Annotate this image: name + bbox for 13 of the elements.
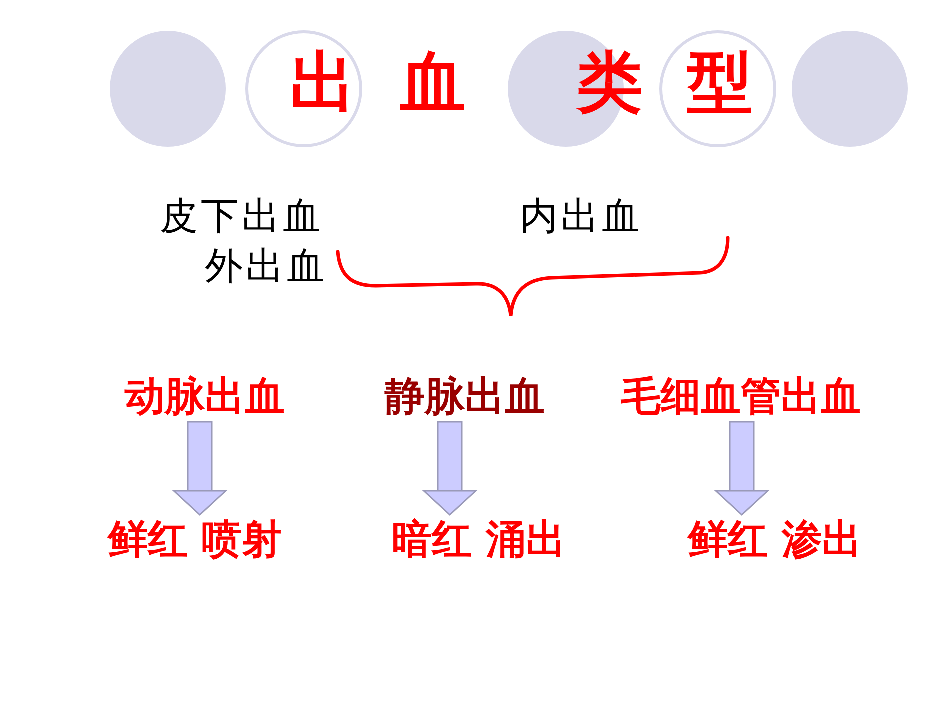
block-arrow [173, 421, 227, 516]
subtype-text: 内出血 [520, 196, 643, 238]
title: 出血 类型 [290, 47, 797, 120]
block-arrow [423, 421, 477, 516]
bleeding-type-text: 动脉出血 [125, 375, 285, 419]
subtype-text: 皮下出血 [160, 196, 324, 238]
blood-feature-text: 鲜红 喷射 [108, 518, 282, 562]
bleeding-type-text: 毛细血管出血 [621, 375, 861, 419]
blood-feature-text: 鲜红 渗出 [688, 518, 862, 562]
bleeding-type-text: 静脉出血 [385, 375, 545, 419]
block-arrow [715, 421, 769, 516]
subtype-text: 外出血 [205, 246, 328, 288]
blood-feature-text: 暗红 涌出 [392, 518, 566, 562]
